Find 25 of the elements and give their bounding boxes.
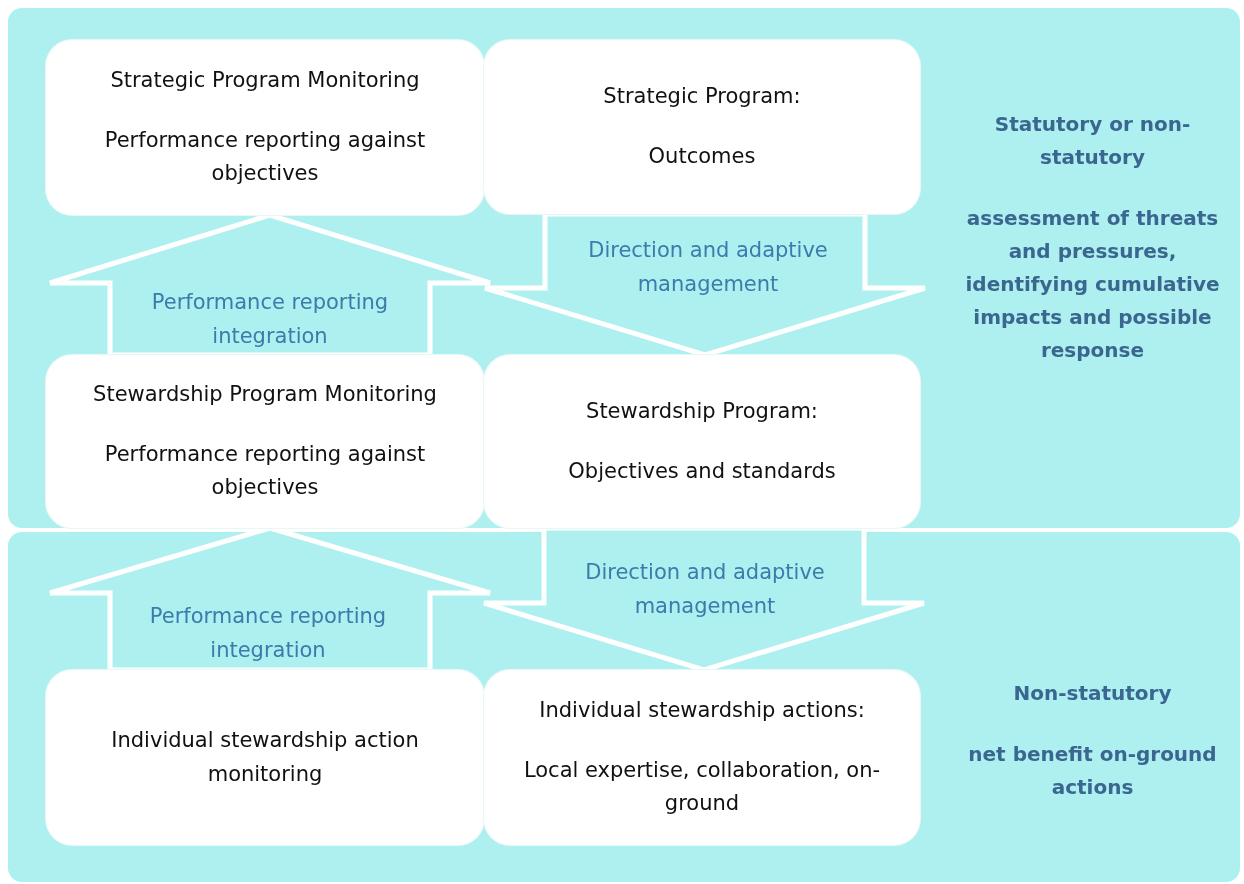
box-text: Local expertise, collaboration, on-ground [522, 756, 882, 818]
box-text: Individual stewardship action monitoring [110, 726, 420, 788]
edge-label: Performance reporting integration [150, 289, 390, 350]
box-text: Outcomes [648, 143, 756, 170]
edge-label: Performance reporting integration [148, 603, 388, 664]
process-box [484, 670, 920, 845]
process-box [46, 670, 484, 845]
process-box [46, 355, 484, 528]
band-description: net benefit on-ground actions [967, 741, 1218, 801]
box-heading: Strategic Program: [603, 83, 801, 111]
box-heading: Strategic Program Monitoring [110, 67, 420, 95]
process-box [46, 40, 484, 215]
box-heading: Stewardship Program Monitoring [93, 381, 437, 409]
band-heading: Non-statutory [1013, 680, 1172, 707]
edge-label: Direction and adaptive management [587, 237, 829, 298]
process-box [484, 40, 920, 214]
box-heading: Stewardship Program: [586, 397, 818, 425]
box-text: Performance reporting against objectives [103, 440, 427, 502]
band-description: assessment of threats and pressures, identifying cumulative impacts and possible response [964, 205, 1221, 364]
process-box [484, 355, 920, 528]
band-heading: Statutory or non-statutory [993, 111, 1192, 171]
edge-label: Direction and adaptive management [584, 559, 826, 620]
box-text: Objectives and standards [568, 457, 836, 485]
box-text: Performance reporting against objectives [103, 126, 427, 188]
box-heading: Individual stewardship actions: [539, 697, 865, 725]
